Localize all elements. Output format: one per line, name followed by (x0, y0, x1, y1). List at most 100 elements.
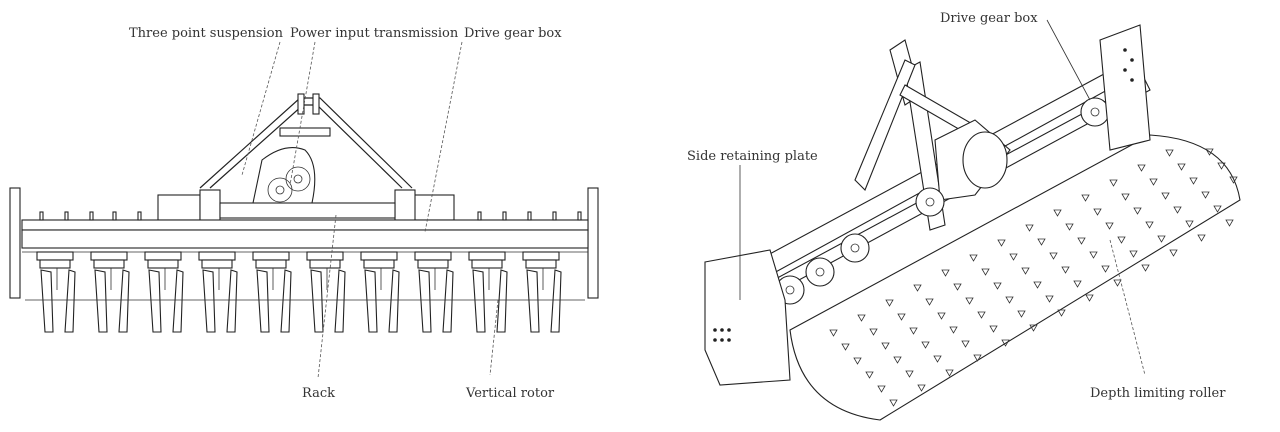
roller-spike (857, 314, 866, 322)
beam-tab (477, 211, 482, 221)
rotor-tine (526, 269, 540, 333)
gear-hub (925, 197, 935, 207)
roller-spikes (829, 148, 1238, 407)
roller-spike (933, 355, 942, 363)
rotor-hub (90, 251, 128, 261)
gear-hub (785, 285, 795, 295)
roller-spike (1201, 191, 1210, 199)
roller-spike (913, 284, 922, 292)
rotor-flange (309, 259, 341, 269)
rotor-flange (255, 259, 287, 269)
vertical-rotor (360, 251, 400, 333)
rotor-hub (468, 251, 506, 261)
label-drive-gear-box-right: Drive gear box (940, 11, 1038, 26)
roller-spike (1005, 296, 1014, 304)
roller-spike (869, 328, 878, 336)
rotor-tine (280, 269, 292, 333)
rotor-tine (550, 269, 562, 333)
roller-spike (1157, 235, 1166, 243)
roller-spike (1189, 177, 1198, 185)
rotor-hub (414, 251, 452, 261)
power-input-gearbox (252, 147, 316, 204)
roller-spike (1025, 224, 1034, 232)
roller-spike (1177, 163, 1186, 171)
roller-spike (969, 254, 978, 262)
roller-spike (1229, 176, 1238, 184)
rotor-tine (226, 269, 238, 333)
roller-spike (1225, 219, 1234, 227)
beam-tab (89, 211, 94, 221)
rotor-tine (418, 269, 432, 333)
label-three-point-suspension: Three point suspension (129, 26, 284, 41)
power-input-gearbox-iso (934, 119, 1011, 201)
roller-spike (1053, 209, 1062, 217)
roller-spike (893, 356, 902, 364)
plate-holes (713, 48, 1134, 342)
roller-spike (1137, 164, 1146, 172)
beam-tab (64, 211, 69, 221)
gear-hub (850, 243, 860, 253)
roller-spike (1093, 208, 1102, 216)
vertical-rotor (198, 251, 238, 333)
beam-tabs (39, 211, 582, 221)
vertical-rotor (414, 251, 454, 333)
rotor-tine (40, 269, 54, 333)
roller-spike (1185, 220, 1194, 228)
gear-hub (815, 267, 825, 277)
roller-spike (1161, 192, 1170, 200)
rotor-hub (36, 251, 74, 261)
roller-spike (1065, 223, 1074, 231)
rotor-tine (364, 269, 378, 333)
roller-spike (1133, 207, 1142, 215)
label-side-retaining-plate: Side retaining plate (687, 149, 818, 164)
roller-spike (865, 371, 874, 379)
roller-spike (1057, 309, 1066, 317)
beam-tab (502, 211, 507, 221)
roller-spike (897, 313, 906, 321)
leader-drive-gear-box (424, 41, 463, 233)
roller-spike (853, 357, 862, 365)
beam-tab (527, 211, 532, 221)
left-side-plate (9, 187, 21, 299)
vertical-rotors (36, 251, 562, 333)
rotor-tine (442, 269, 454, 333)
roller-spike (965, 297, 974, 305)
roller-spike (889, 399, 898, 407)
rotor-hub (144, 251, 182, 261)
roller-spike (1061, 266, 1070, 274)
label-depth-limiting-roller: Depth limiting roller (1090, 386, 1226, 401)
bolt-hole (720, 328, 724, 332)
roller-spike (925, 298, 934, 306)
bolt-hole (1130, 78, 1134, 82)
roller-spike (1217, 162, 1226, 170)
right-end-plate (1099, 24, 1151, 151)
rotor-flange (93, 259, 125, 269)
bolt-hole (727, 338, 731, 342)
rotor-tine (310, 269, 324, 333)
vertical-rotor (90, 251, 130, 333)
vertical-rotor (306, 251, 346, 333)
roller-spike (1001, 339, 1010, 347)
roller-spike (961, 340, 970, 348)
rotor-hub (360, 251, 398, 261)
rotor-hub (522, 251, 560, 261)
roller-spike (1213, 205, 1222, 213)
roller-spike (909, 327, 918, 335)
vertical-rotor (252, 251, 292, 333)
roller-spike (1089, 251, 1098, 259)
right-side-plate (587, 187, 599, 299)
rack (21, 202, 589, 253)
leader-depth-limiting-roller (1109, 239, 1146, 376)
vertical-rotor (522, 251, 562, 333)
roller-spike (1081, 194, 1090, 202)
rotor-flange (39, 259, 71, 269)
rotor-flange (525, 259, 557, 269)
beam-tab (39, 211, 44, 221)
roller-spike (1141, 264, 1150, 272)
roller-spike (1105, 222, 1114, 230)
bolt-hole (1123, 48, 1127, 52)
rotor-flange (417, 259, 449, 269)
rotor-tine (94, 269, 108, 333)
rotor-hub (198, 251, 236, 261)
